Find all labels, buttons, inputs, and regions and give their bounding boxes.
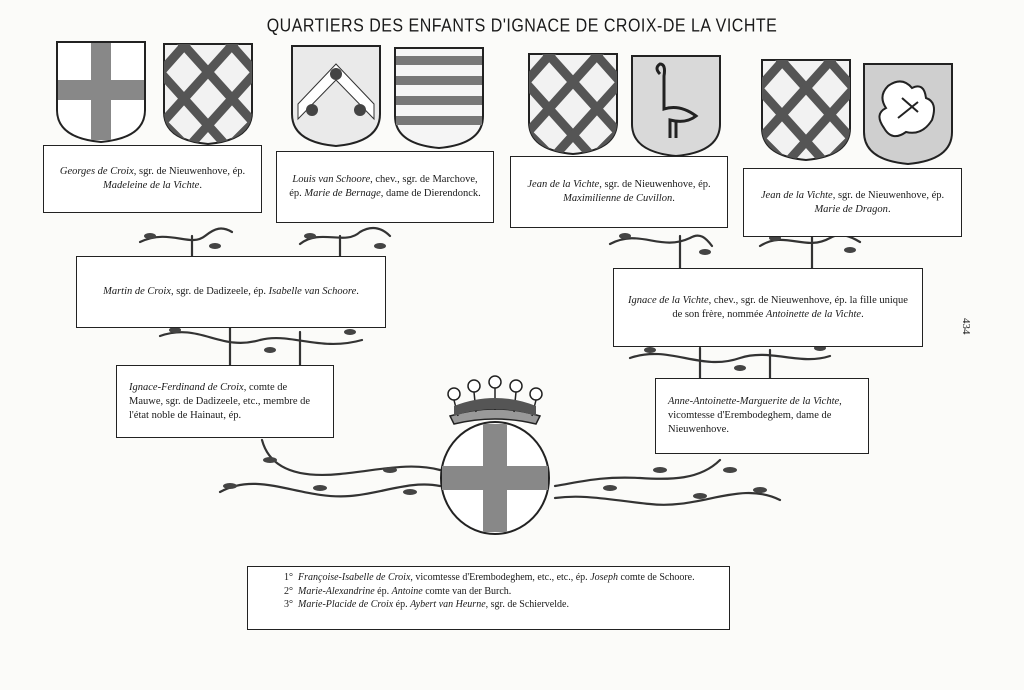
- person-box-louis-van-schoore: Louis van Schoore, chev., sgr. de Marcho…: [276, 151, 494, 223]
- shield-vichte-lattice: [760, 58, 852, 162]
- child-details: , vicomtesse d'Erembodeghem, etc., etc.,…: [410, 572, 591, 583]
- spouse-name: Madeleine de la Vichte: [103, 180, 200, 191]
- child-details: , sgr. de Schiervelde.: [485, 599, 569, 610]
- child-details: ép.: [374, 585, 392, 597]
- shield-marchove-bars: [393, 46, 485, 150]
- person-name: Jean de la Vichte: [527, 179, 600, 190]
- person-name: Jean de la Vichte: [760, 189, 833, 201]
- shield-vichte-lattice: [162, 42, 254, 146]
- person-details: , sgr. de Nieuwenhove, ép.: [599, 179, 711, 190]
- person-name: Ignace-Ferdinand de Croix: [129, 381, 244, 393]
- spouse-name: Maximilienne de Cuvillon: [563, 193, 673, 204]
- person-box-jean-de-la-vichte: Jean de la Vichte, sgr. de Nieuwenhove, …: [510, 156, 728, 228]
- person-box-georges-de-croix: Georges de Croix, sgr. de Nieuwenhove, é…: [43, 145, 262, 213]
- spouse-name: Antoinette de la Vichte: [765, 308, 862, 320]
- person-name: Anne-Antoinette-Marguerite de la Vichte: [668, 396, 840, 407]
- children-list: 1° Françoise-Isabelle de Croix, vicomtess…: [247, 566, 730, 630]
- child-name: Françoise-Isabelle de Croix: [298, 572, 411, 583]
- person-details: , sgr. de Dadizeele, ép.: [170, 286, 269, 297]
- person-details: ép.: [289, 188, 305, 199]
- list-item: 1° Françoise-Isabelle de Croix, vicomtess…: [284, 571, 719, 585]
- punctuation: .: [672, 193, 675, 204]
- person-box-ignace-ferdinand-de-croix: Ignace-Ferdinand de Croix, comte de Mauw…: [116, 365, 334, 438]
- person-details: , chev., sgr. de Nieuwenhove, ép. la fil…: [672, 294, 908, 320]
- person-details: , sgr. de Nieuwenhove, ép.: [133, 166, 246, 177]
- shield-cuvillon-heron: [630, 54, 722, 158]
- person-box-martin-de-croix: Martin de Croix, sgr. de Dadizeele, ép. …: [76, 256, 386, 328]
- punctuation: .: [356, 286, 359, 297]
- list-item: 2° Marie-Alexandrine ép. Antoine comte va…: [284, 585, 719, 599]
- person-name: Louis van Schoore: [292, 174, 371, 185]
- person-box-ignace-de-la-vichte: Ignace de la Vichte, chev., sgr. de Nieu…: [613, 268, 923, 347]
- page-title: QUARTIERS DES ENFANTS D'IGNACE DE CROIX-…: [266, 16, 778, 37]
- person-details: , sgr. de Nieuwenhove, ép.: [832, 189, 945, 201]
- spouse-name: Marie de Dragon: [814, 203, 888, 215]
- child-details: comte van der Burch.: [422, 585, 512, 597]
- shield-dragon: [862, 62, 954, 166]
- item-number: 2°: [284, 585, 293, 597]
- person-details: , dame de Dierendonck.: [380, 188, 481, 199]
- person-name: Ignace de la Vichte: [628, 294, 709, 306]
- punctuation: .: [887, 203, 891, 215]
- central-crest: [436, 372, 554, 536]
- item-number: 1°: [284, 572, 293, 583]
- spouse-name: Aybert van Heurne: [410, 599, 486, 610]
- item-number: 3°: [284, 599, 293, 610]
- punctuation: .: [199, 180, 202, 191]
- child-name: Marie-Alexandrine: [298, 585, 375, 597]
- punctuation: .: [861, 308, 864, 320]
- spouse-name: Isabelle van Schoore: [268, 286, 357, 297]
- person-name: Georges de Croix: [59, 166, 134, 177]
- spouse-name: Marie de Bernage: [304, 188, 381, 199]
- child-details: comte de Schoore.: [617, 572, 695, 583]
- shield-vichte-lattice: [527, 52, 619, 156]
- child-details: ép.: [393, 599, 411, 610]
- coronet-icon: [447, 375, 543, 425]
- shield-croix-cross: [55, 40, 147, 144]
- person-box-jean-de-la-vichte-dragon: Jean de la Vichte, sgr. de Nieuwenhove, …: [743, 168, 962, 237]
- spouse-name: Joseph: [590, 572, 618, 583]
- person-box-anne-antoinette-marguerite: Anne-Antoinette-Marguerite de la Vichte,…: [655, 378, 869, 454]
- spouse-name: Antoine: [391, 585, 423, 597]
- child-name: Marie-Placide de Croix: [298, 599, 394, 610]
- shield-schoore-chevron-roses: [290, 44, 382, 148]
- person-details: , comte de Mauwe, sgr. de Dadizeele, etc…: [129, 381, 311, 421]
- person-details: , vicomtesse d'Erembodeghem, dame de Nie…: [668, 396, 842, 435]
- person-details: , chev., sgr. de Marchove,: [370, 174, 478, 185]
- page-number: 434: [960, 318, 972, 335]
- list-item: 3° Marie-Placide de Croix ép. Aybert van …: [284, 598, 719, 612]
- person-name: Martin de Croix: [103, 286, 171, 297]
